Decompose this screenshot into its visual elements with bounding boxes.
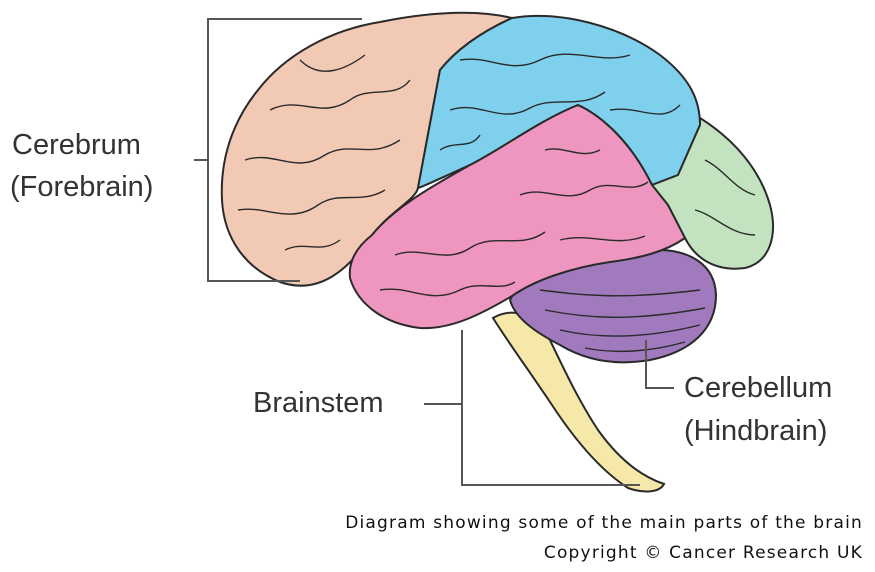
caption-line-1: Diagram showing some of the main parts o… — [345, 513, 863, 533]
cerebellum-label: Cerebellum — [684, 371, 832, 405]
hindbrain-label: (Hindbrain) — [684, 414, 827, 448]
cerebrum-label: Cerebrum — [12, 128, 141, 162]
forebrain-label: (Forebrain) — [10, 170, 153, 204]
brainstem-label: Brainstem — [253, 386, 384, 420]
caption-line-2: Copyright © Cancer Research UK — [544, 543, 863, 563]
